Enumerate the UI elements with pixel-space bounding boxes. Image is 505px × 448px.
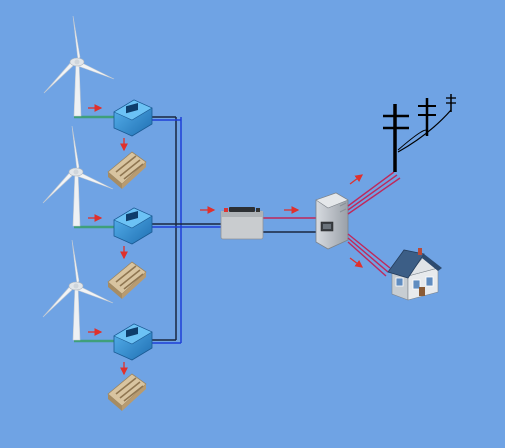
wind-turbine-2 — [42, 125, 114, 227]
charge-controller-1 — [113, 99, 153, 137]
charge-controller-2 — [113, 207, 153, 245]
flow-arrows — [88, 104, 364, 376]
wind-turbine-3 — [42, 239, 114, 341]
dc-wiring — [148, 116, 318, 344]
ac-lines — [347, 171, 401, 277]
dump-load-1 — [107, 151, 147, 189]
charge-controller-3 — [113, 323, 153, 361]
dump-load-3 — [107, 373, 147, 411]
house-icon — [387, 248, 442, 301]
grid-tie-inverter — [315, 192, 349, 250]
battery-bank — [220, 207, 264, 240]
utility-pole — [383, 94, 456, 172]
wind-turbine-1 — [43, 15, 115, 117]
turbine-cables — [74, 115, 118, 343]
dump-load-2 — [107, 261, 147, 299]
